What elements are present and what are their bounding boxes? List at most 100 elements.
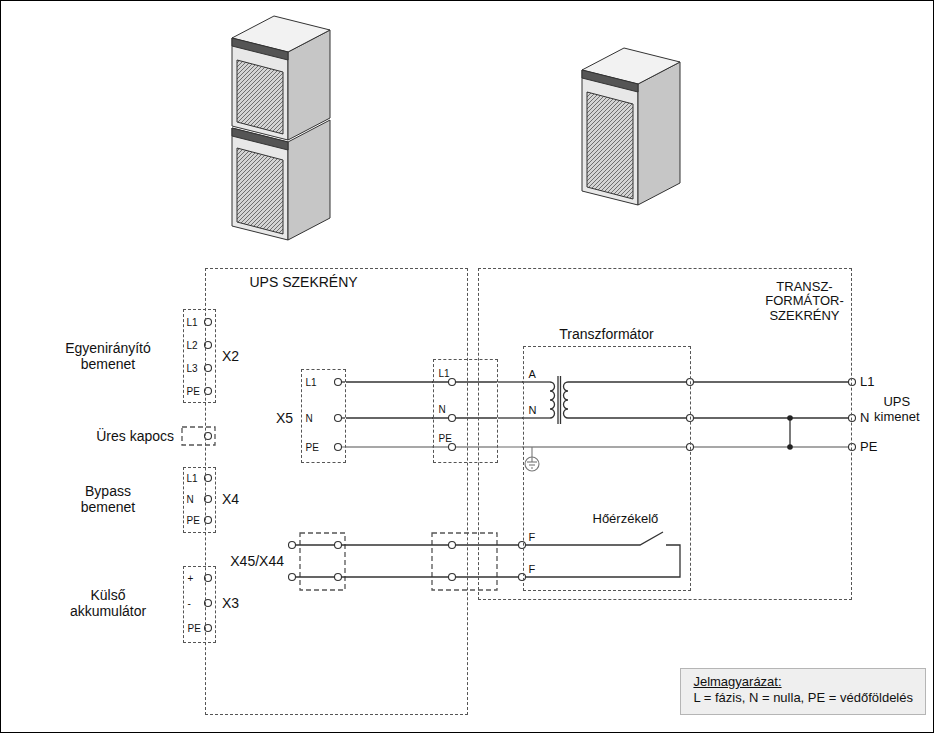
terminal-screw [849,415,856,422]
wire-connector [346,446,433,447]
terminal-group-name: Külső akkumulátor [70,587,146,619]
terminal-label: PE [439,433,452,445]
ground-symbol [525,457,539,471]
wire [522,417,550,418]
legend-box: Jelmagyarázat:L = fázis, N = nulla, PE =… [680,668,926,715]
terminal-screw [289,542,296,549]
terminal-label: N [439,404,446,416]
terminal-label: PE [306,442,319,454]
transformer-coil [550,376,568,424]
terminal-label: L2 [187,340,198,352]
terminal-screw [449,574,456,581]
terminal-screw [289,574,296,581]
legend-heading: Jelmagyarázat: [693,675,913,690]
terminal-label: A [529,368,536,381]
ups-cabinet-illustration [232,38,288,60]
wire-connector [498,446,523,447]
ups-cabinet-illustration [232,128,288,240]
terminal-label: L1 [187,317,198,329]
wire-connector [498,417,523,418]
terminal-screw [519,574,526,581]
output-terminal: PE [860,440,877,455]
ground-symbol [527,461,537,462]
terminal-block [182,427,497,590]
terminal-screw [449,542,456,549]
transformer-coil [550,382,555,418]
terminal-group-name: Egyenirányító bemenet [65,340,151,372]
wire [568,381,852,382]
junction-dot [787,444,793,450]
terminal-label: N [306,413,313,425]
transformer-cabinet-illustration [638,62,680,205]
legend-entry: L = fázis, N = nulla, PE = védőföldelés [693,690,913,707]
terminal-label: N [187,494,194,506]
terminal-label: L3 [187,363,198,375]
ups-cabinet-illustration [232,38,288,140]
ups-cabinet-illustration [237,60,283,134]
output-terminal: N [860,411,869,426]
terminal-id: X2 [222,348,239,364]
transformer-coil [560,376,561,424]
terminal-label: PE [188,623,201,635]
terminal-block: L1L2L3PE [183,309,216,403]
terminal-label: N [529,404,537,417]
terminal-id: X3 [222,595,239,611]
transformer-coil [564,382,569,418]
terminal-label: Hőérzékelő [593,512,659,527]
wire [292,382,852,577]
pe-wire [338,446,852,447]
transformer-cabinet-illustration [582,70,638,205]
terminal-label: Transzformátor [559,326,653,342]
terminal-screw [687,444,694,451]
terminal-label: UPS SZEKRÉNY [250,274,358,290]
terminal-screw [205,319,856,632]
ground-symbol [529,464,535,465]
terminal-screw [449,379,456,386]
terminal-block: L1N PE [433,359,498,463]
ups-cabinet-illustration [237,148,283,234]
terminal-screw [335,415,342,422]
terminal-screw [519,542,526,549]
terminal-screw [687,379,694,386]
transformer-cabinet-illustration [587,92,633,199]
output-terminal: L1 [860,375,874,390]
terminal-screw [449,444,456,451]
wire [292,545,680,577]
wire [568,417,852,418]
terminal-group-name: Bypass bemenet [81,483,135,515]
ups-cabinet-illustration [232,16,330,240]
terminal-id: X4 [222,491,239,507]
terminal-label: + [188,573,194,585]
transformer-cabinet-illustration [582,48,680,205]
terminal-label: L1 [187,473,198,485]
terminal-screw [449,415,456,422]
ground-symbol [531,467,533,468]
terminal-screw [335,574,342,581]
ground-symbol [525,447,539,471]
terminal-label: F [529,563,536,576]
ups-cabinet-illustration [288,120,330,240]
ground-symbol [531,447,532,462]
terminal-block: L1NPE [301,369,346,463]
transformer-cabinet-illustration [582,70,638,92]
terminal-label: PE [187,515,200,527]
pe-wire [432,446,497,447]
terminal-screw [335,379,342,386]
terminal-id: X5 [276,410,293,426]
terminal-label: PE [187,386,200,398]
transformer-box: TranszformátorANFFHőérzékelő [523,346,691,591]
junction-dot [787,415,793,450]
output-name: UPS kimenet [874,395,920,425]
terminal-id: X45/X44 [230,553,284,569]
terminal-label: F [529,531,536,544]
terminal-label: - [188,598,191,610]
terminal-screw [687,415,694,422]
cabinet-outline: L1NPETranszformátorANFFHőérzékelőTRANSZ-… [478,268,852,600]
terminal-label: TRANSZ- FORMÁTOR- SZEKRÉNY [765,280,843,325]
wire-connector [346,417,433,418]
terminal-label: L1 [439,368,450,380]
